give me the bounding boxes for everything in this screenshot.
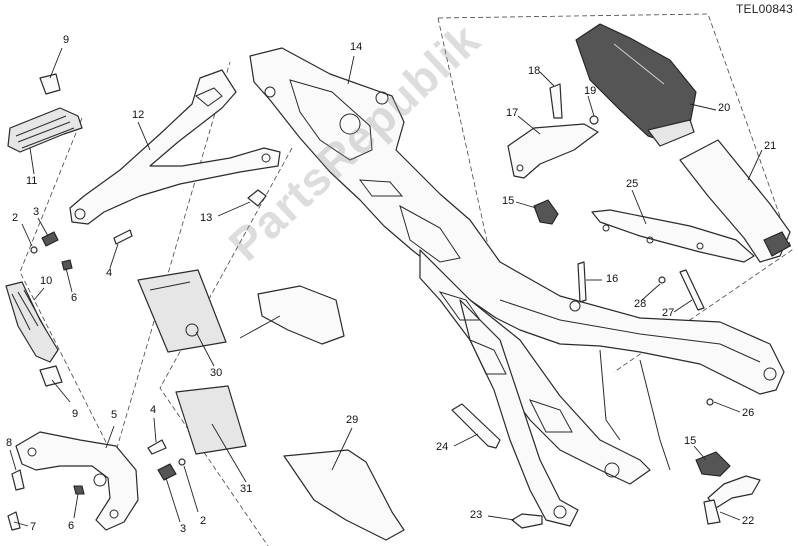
callout-4-lower[interactable]: 4 — [150, 404, 157, 416]
callout-15-lower[interactable]: 15 — [684, 435, 697, 447]
callout-3-upper[interactable]: 3 — [33, 206, 40, 218]
callout-17[interactable]: 17 — [506, 107, 519, 119]
rear-subframe-part-14[interactable] — [249, 47, 785, 527]
footpeg-part-11[interactable] — [7, 107, 83, 153]
callout-28[interactable]: 28 — [634, 298, 647, 310]
diagram-code: TEL00843 — [736, 2, 793, 16]
bolt-part-13[interactable] — [247, 189, 267, 207]
rubber-pad[interactable] — [257, 285, 345, 345]
callout-15-upper[interactable]: 15 — [502, 195, 515, 207]
dashed-group-center — [159, 147, 293, 546]
dashed-group-left — [19, 61, 231, 460]
side-cover-part-29[interactable] — [283, 449, 405, 541]
bracket-part-22[interactable] — [703, 475, 761, 525]
callout-18[interactable]: 18 — [528, 65, 541, 77]
plate-part-31[interactable] — [175, 385, 247, 455]
callout-11[interactable]: 11 — [26, 175, 38, 187]
grommet-part-15-lower[interactable] — [695, 451, 731, 477]
callout-7[interactable]: 7 — [30, 521, 37, 533]
ball-part-2-lower[interactable] — [178, 458, 186, 466]
bolt-part-7[interactable] — [7, 511, 21, 531]
callout-22[interactable]: 22 — [742, 515, 755, 527]
dashed-group-right — [437, 13, 793, 373]
callout-21[interactable]: 21 — [764, 140, 777, 152]
callout-20[interactable]: 20 — [718, 102, 731, 114]
callout-14[interactable]: 14 — [350, 41, 363, 53]
footpeg-hanger-part-12[interactable] — [69, 69, 281, 225]
nut-part-26[interactable] — [706, 398, 714, 406]
callout-2-upper[interactable]: 2 — [12, 212, 19, 224]
pin-part-4-lower[interactable] — [147, 439, 167, 455]
clip-part-6-upper[interactable] — [61, 259, 73, 271]
battery-box-part-20[interactable] — [575, 23, 697, 147]
spring-part-3-upper[interactable] — [41, 231, 59, 247]
callout-2-lower[interactable]: 2 — [200, 515, 207, 527]
callout-29[interactable]: 29 — [346, 414, 359, 426]
callout-8[interactable]: 8 — [6, 437, 13, 449]
plate-part-30[interactable] — [137, 269, 227, 353]
callout-6-lower[interactable]: 6 — [68, 520, 75, 532]
bolt-part-24[interactable] — [451, 403, 501, 449]
pin-part-4-upper[interactable] — [113, 229, 133, 245]
nut-part-19[interactable] — [589, 115, 599, 125]
clip-part-6-lower[interactable] — [73, 485, 85, 495]
callout-3-lower[interactable]: 3 — [180, 523, 187, 535]
callout-9-upper[interactable]: 9 — [63, 34, 70, 46]
bolt-part-8[interactable] — [11, 469, 25, 491]
ball-part-2-upper[interactable] — [30, 246, 38, 254]
callout-19[interactable]: 19 — [584, 85, 597, 97]
grommet-part-15-upper[interactable] — [533, 199, 559, 225]
callout-4-upper[interactable]: 4 — [106, 267, 113, 279]
bracket-part-9-lower[interactable] — [39, 365, 63, 387]
callout-5[interactable]: 5 — [111, 409, 118, 421]
leader-lines — [9, 47, 763, 527]
rod-part-27[interactable] — [679, 269, 705, 311]
bolt-part-18[interactable] — [549, 83, 563, 119]
callout-12[interactable]: 12 — [132, 109, 145, 121]
bracket-part-17[interactable] — [507, 123, 599, 179]
callout-26[interactable]: 26 — [742, 407, 755, 419]
callout-24[interactable]: 24 — [436, 441, 449, 453]
callout-31[interactable]: 31 — [240, 483, 253, 495]
callout-27[interactable]: 27 — [662, 307, 675, 319]
stud-part-16[interactable] — [577, 261, 587, 303]
bracket-part-5[interactable] — [15, 431, 139, 531]
callout-9-lower[interactable]: 9 — [72, 408, 79, 420]
callout-10[interactable]: 10 — [40, 275, 53, 287]
callout-25[interactable]: 25 — [626, 178, 639, 190]
bolt-part-23[interactable] — [511, 513, 543, 529]
battery-part-21[interactable] — [679, 139, 791, 263]
spring-part-3-lower[interactable] — [157, 463, 177, 481]
callout-30[interactable]: 30 — [210, 367, 223, 379]
screw-part-28[interactable] — [658, 276, 666, 284]
tray-part-25[interactable] — [591, 209, 755, 263]
callout-6-upper[interactable]: 6 — [71, 292, 78, 304]
callout-23[interactable]: 23 — [470, 509, 483, 521]
callout-13[interactable]: 13 — [200, 212, 213, 224]
callout-16[interactable]: 16 — [606, 273, 619, 285]
footpeg-part-10[interactable] — [5, 281, 59, 363]
